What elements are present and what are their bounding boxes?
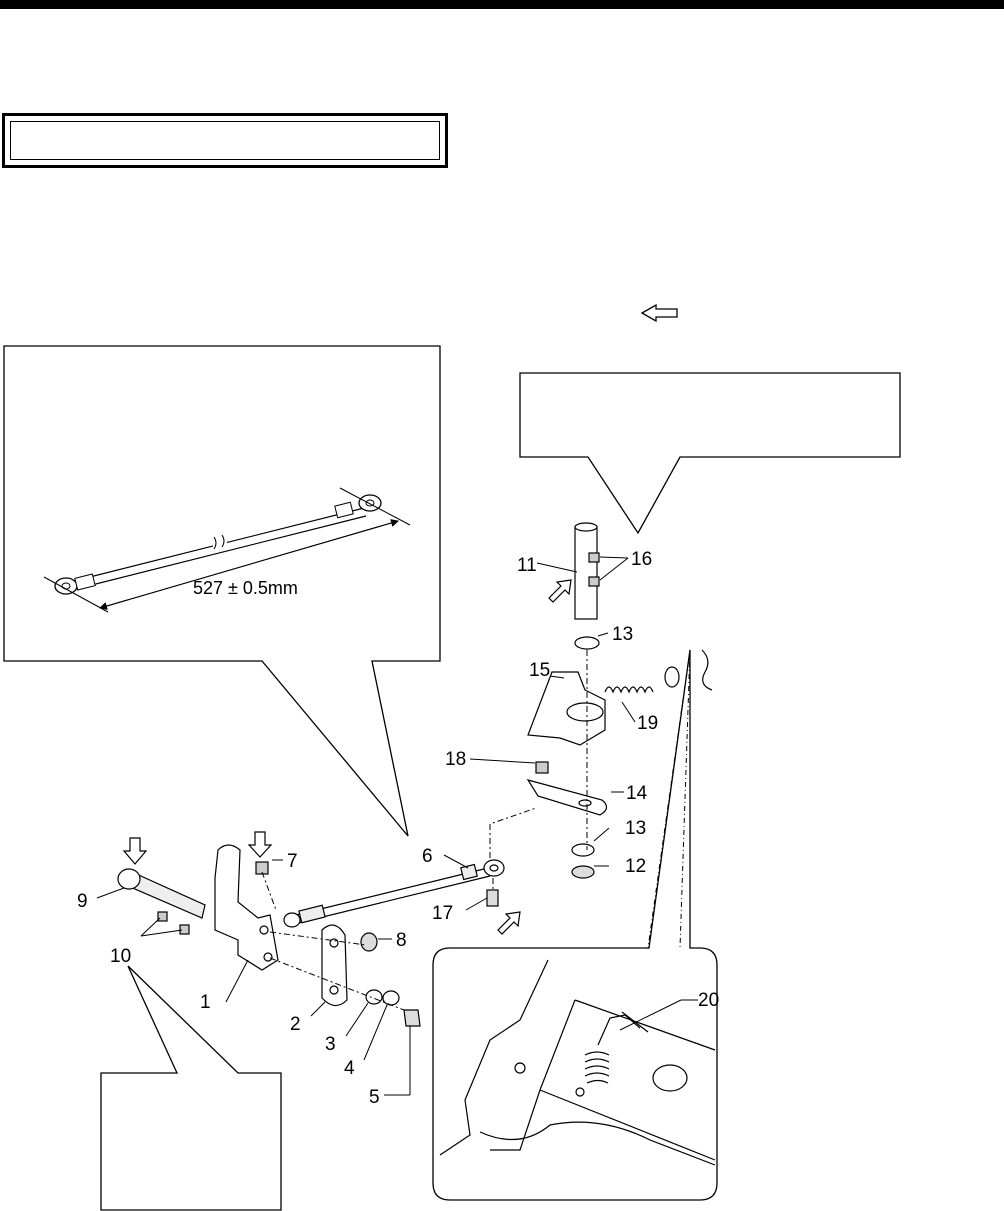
label-part-3: 3 bbox=[325, 1034, 336, 1055]
label-part-10: 10 bbox=[110, 946, 131, 967]
part-labels: 1 2 3 4 5 6 7 8 9 10 11 12 13 13 14 15 1… bbox=[77, 549, 719, 1108]
header-rule bbox=[0, 0, 1004, 9]
label-part-1: 1 bbox=[200, 992, 211, 1013]
label-part-9: 9 bbox=[77, 891, 88, 912]
label-part-20: 20 bbox=[698, 990, 719, 1011]
label-part-13-top: 13 bbox=[612, 624, 633, 645]
rod-detail-callout bbox=[3, 345, 441, 837]
label-part-19: 19 bbox=[637, 713, 658, 734]
spring-detail-callout bbox=[432, 649, 718, 1201]
label-part-18: 18 bbox=[445, 749, 466, 770]
label-part-12: 12 bbox=[625, 856, 646, 877]
label-part-14: 14 bbox=[626, 783, 648, 804]
label-part-7: 7 bbox=[287, 851, 298, 872]
label-part-13-bottom: 13 bbox=[625, 818, 646, 839]
section-title-box bbox=[2, 113, 448, 168]
rod-length-dimension: 527 ± 0.5mm bbox=[193, 578, 298, 598]
section-title-inner bbox=[10, 121, 440, 160]
label-part-6: 6 bbox=[422, 846, 433, 867]
label-part-11: 11 bbox=[517, 555, 537, 576]
assembly-centerlines bbox=[261, 650, 588, 1011]
label-part-16: 16 bbox=[631, 549, 652, 570]
label-part-5: 5 bbox=[369, 1087, 380, 1108]
label-part-17: 17 bbox=[432, 903, 453, 924]
note-callout bbox=[100, 965, 282, 1211]
rod-detail-drawing bbox=[43, 487, 411, 613]
spring-detail-drawing bbox=[439, 959, 716, 1166]
label-part-2: 2 bbox=[290, 1014, 301, 1035]
label-part-8: 8 bbox=[396, 930, 407, 951]
hollow-arrow-icon bbox=[640, 303, 678, 323]
label-part-15: 15 bbox=[529, 660, 550, 681]
leader-lines bbox=[96, 556, 698, 1096]
shaft-detail-callout bbox=[519, 372, 901, 535]
label-part-4: 4 bbox=[344, 1058, 355, 1079]
main-assembly bbox=[117, 522, 713, 1027]
